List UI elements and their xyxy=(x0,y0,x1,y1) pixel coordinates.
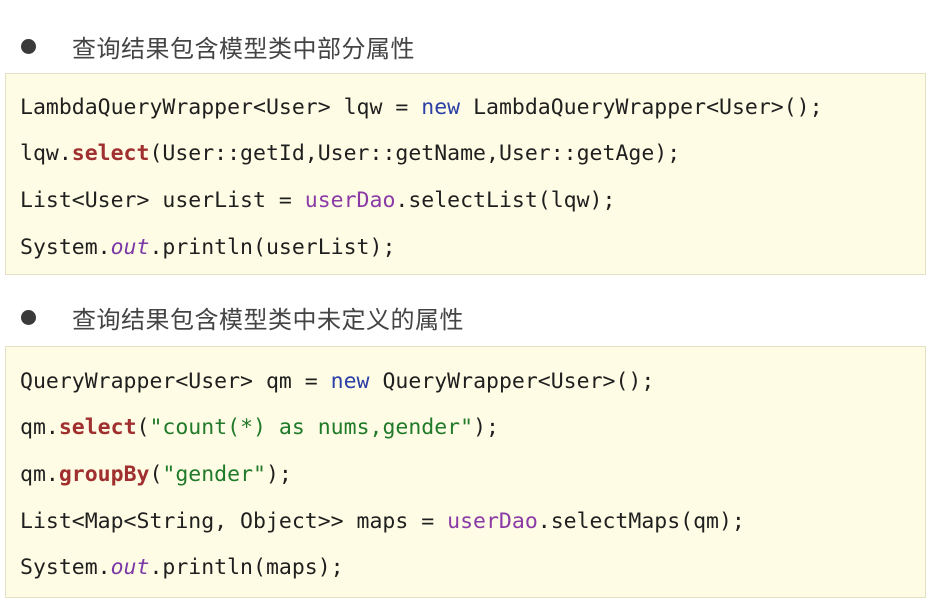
code-token: ( xyxy=(136,415,150,440)
bullet-icon xyxy=(21,309,36,325)
section2-heading: 查询结果包含模型类中未定义的属性 xyxy=(72,305,464,334)
code-token: System. xyxy=(20,555,111,580)
code-token: QueryWrapper<User>(); xyxy=(369,369,655,394)
code-keyword: new xyxy=(421,95,461,120)
code-token: .println(userList); xyxy=(149,235,396,260)
bullet-icon xyxy=(21,38,36,54)
code-line: lqw.select(User::getId,User::getName,Use… xyxy=(20,139,680,169)
code-line: System.out.println(userList); xyxy=(20,233,395,263)
code-field: userDao xyxy=(447,509,538,534)
code-token: QueryWrapper<User> qm = xyxy=(20,369,331,394)
code-line: QueryWrapper<User> qm = new QueryWrapper… xyxy=(20,367,654,397)
code-token: lqw. xyxy=(20,141,72,166)
code-block-2: QueryWrapper<User> qm = new QueryWrapper… xyxy=(5,346,926,598)
code-line: List<User> userList = userDao.selectList… xyxy=(20,186,615,216)
code-token: List<Map<String, Object>> maps = xyxy=(20,509,448,534)
code-string: "count(*) as nums,gender" xyxy=(149,415,474,440)
section1-heading-row: 查询结果包含模型类中部分属性 xyxy=(0,26,926,66)
code-line: System.out.println(maps); xyxy=(20,553,344,583)
code-token: LambdaQueryWrapper<User> lqw = xyxy=(20,95,422,120)
section2-heading-row: 查询结果包含模型类中未定义的属性 xyxy=(0,297,926,337)
code-token: ); xyxy=(265,462,292,487)
code-method: select xyxy=(58,415,137,440)
section1-heading: 查询结果包含模型类中部分属性 xyxy=(72,34,415,63)
code-line: List<Map<String, Object>> maps = userDao… xyxy=(20,507,745,537)
code-token: qm. xyxy=(20,462,59,487)
code-line: qm.select("count(*) as nums,gender"); xyxy=(20,413,499,443)
code-block-1: LambdaQueryWrapper<User> lqw = new Lambd… xyxy=(5,73,926,275)
code-method: groupBy xyxy=(58,462,150,487)
code-static-field: out xyxy=(110,555,150,580)
code-keyword: new xyxy=(330,369,370,394)
code-token: (User::getId,User::getName,User::getAge)… xyxy=(149,141,681,166)
code-token: .selectMaps(qm); xyxy=(537,509,745,534)
code-string: "gender" xyxy=(162,462,266,487)
code-token: ( xyxy=(149,462,163,487)
code-token: .selectList(lqw); xyxy=(395,188,616,213)
code-token: System. xyxy=(20,235,111,260)
code-token: .println(maps); xyxy=(149,555,344,580)
code-method: select xyxy=(71,141,150,166)
code-token: ); xyxy=(473,415,499,440)
code-field: userDao xyxy=(304,188,396,213)
code-token: List<User> userList = xyxy=(20,188,305,213)
code-static-field: out xyxy=(110,235,150,260)
code-line: LambdaQueryWrapper<User> lqw = new Lambd… xyxy=(20,93,823,123)
code-token: qm. xyxy=(20,415,59,440)
code-line: qm.groupBy("gender"); xyxy=(20,460,292,490)
code-token: LambdaQueryWrapper<User>(); xyxy=(460,95,823,120)
